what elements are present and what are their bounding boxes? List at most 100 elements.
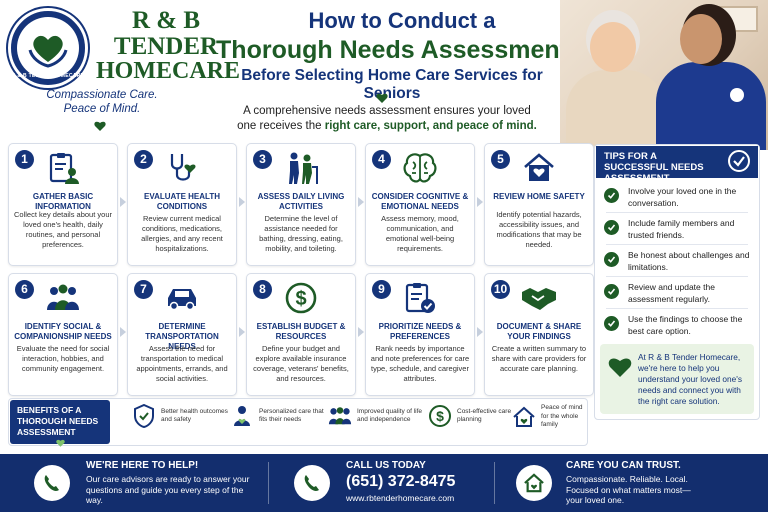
step-title: ASSESS DAILY LIVING ACTIVITIES xyxy=(257,192,345,211)
intro-highlight: right care, support, and peace of mind. xyxy=(324,120,537,132)
trust-text: Compassionate. Reliable. Local. Focused … xyxy=(566,474,691,505)
step-arrow-icon xyxy=(239,197,245,207)
step-number: 4 xyxy=(372,150,391,169)
title-line-1: How to Conduct a xyxy=(308,8,496,33)
benefit-text: Improved quality of life and independenc… xyxy=(357,407,423,424)
call-title: CALL US TODAY xyxy=(346,460,426,471)
benefit-text: Peace of mind for the whole family xyxy=(541,404,583,428)
benefit-item: Personalized care that fits their needs xyxy=(230,404,329,428)
step-number: 6 xyxy=(15,280,34,299)
tip-item: Include family members and trusted frien… xyxy=(604,218,754,241)
benefits-title-text: BENEFITS OF A THOROUGH NEEDS ASSESSMENT xyxy=(17,405,99,437)
dollar-circle-icon: $ xyxy=(281,280,321,316)
shield-check-icon xyxy=(132,404,156,428)
car-icon xyxy=(162,280,202,316)
heart-icon xyxy=(17,439,103,450)
tip-item: Involve your loved one in the conversati… xyxy=(604,186,754,209)
phone-icon[interactable] xyxy=(294,465,330,501)
step-description: Identify potential hazards, accessibilit… xyxy=(496,210,582,249)
step-title: EVALUATE HEALTH CONDITIONS xyxy=(144,192,220,211)
check-icon xyxy=(604,220,619,235)
tips-check-icon xyxy=(728,150,750,172)
footer xyxy=(0,454,768,512)
title-line-2: Thorough Needs Assessment xyxy=(216,36,568,64)
tagline-heart-icon xyxy=(94,118,106,136)
trust-title: CARE YOU CAN TRUST. xyxy=(566,460,681,471)
svg-text:$: $ xyxy=(436,408,444,424)
check-icon xyxy=(604,316,619,331)
step-description: Create a written summary to share with c… xyxy=(491,344,587,373)
family-icon xyxy=(328,404,352,428)
step-number: 2 xyxy=(134,150,153,169)
people-group-icon xyxy=(43,280,83,316)
brand-line-2: TENDER xyxy=(113,33,219,60)
title-line-3: Before Selecting Home Care Services for … xyxy=(241,67,543,102)
intro-text: A comprehensive needs assessment ensures… xyxy=(232,104,542,134)
caregiver-senior-photo xyxy=(560,0,768,150)
step-arrow-icon xyxy=(358,197,364,207)
step-title: GATHER BASIC INFORMATION xyxy=(32,192,94,211)
step-number: 10 xyxy=(491,280,510,299)
phone-number[interactable]: (651) 372-8475 xyxy=(346,473,456,490)
tip-text: Review and update the assessment regular… xyxy=(628,282,715,304)
brand-line-3: HOMECARE xyxy=(96,58,240,84)
tagline-line-1: Compassionate Care. xyxy=(46,89,158,101)
check-icon xyxy=(604,284,619,299)
benefit-item: Better health outcomes and safety xyxy=(132,404,231,428)
step-title: DETERMINE TRANSPORTATION NEEDS xyxy=(145,322,219,351)
title-heart-icon xyxy=(376,90,388,108)
step-description: Review current medical conditions, medic… xyxy=(141,214,223,253)
step-description: Define your budget and explore available… xyxy=(253,344,349,383)
step-arrow-icon xyxy=(120,327,126,337)
check-icon xyxy=(604,252,619,267)
step-number: 1 xyxy=(15,150,34,169)
dollar-icon: $ xyxy=(428,404,452,428)
step-description: Evaluate the need for social interaction… xyxy=(16,344,110,373)
logo-ring-text: R & B TENDER HOMECARE xyxy=(11,73,85,79)
step-title: ESTABLISH BUDGET & RESOURCES xyxy=(256,322,346,341)
benefit-item: Improved quality of life and independenc… xyxy=(328,404,427,428)
step-number: 7 xyxy=(134,280,153,299)
step-arrow-icon xyxy=(477,197,483,207)
step-arrow-icon xyxy=(358,327,364,337)
tips-title-text: TIPS FOR A SUCCESSFUL NEEDS ASSESSMENT xyxy=(604,151,704,184)
logo-heart-hands-icon xyxy=(17,17,79,79)
step-title: REVIEW HOME SAFETY xyxy=(493,192,585,201)
intro-text-main: A comprehensive needs assessment ensures… xyxy=(237,105,531,132)
brand-line-1: R & B xyxy=(131,7,201,34)
home-heart-icon xyxy=(512,405,536,429)
heart-icon xyxy=(608,356,632,383)
step-number: 5 xyxy=(491,150,510,169)
tip-item: Review and update the assessment regular… xyxy=(604,282,754,305)
step-title: PRIORITIZE NEEDS & PREFERENCES xyxy=(378,322,462,341)
tips-note-box xyxy=(600,344,754,414)
step-title: CONSIDER COGNITIVE & EMOTIONAL NEEDS xyxy=(371,192,469,211)
tip-text: Be honest about challenges and limitatio… xyxy=(628,250,750,272)
svg-text:$: $ xyxy=(295,288,306,310)
step-arrow-icon xyxy=(120,197,126,207)
tip-text: Use the findings to choose the best care… xyxy=(628,314,743,336)
person-heart-icon xyxy=(230,404,254,428)
benefits-title: BENEFITS OF A THOROUGH NEEDS ASSESSMENT xyxy=(10,400,110,447)
website-link[interactable]: www.rbtenderhomecare.com xyxy=(346,493,455,503)
benefit-text: Cost-effective care planning xyxy=(457,407,512,424)
step-title: DOCUMENT & SHARE YOUR FINDINGS xyxy=(496,322,582,341)
step-description: Determine the level of assistance needed… xyxy=(259,214,343,253)
phone-chat-icon xyxy=(34,465,70,501)
brand-tagline: Compassionate Care. Peace of Mind. xyxy=(12,88,192,116)
step-description: Rank needs by importance and note prefer… xyxy=(370,344,470,383)
tip-item: Use the findings to choose the best care… xyxy=(604,314,754,337)
step-description: Collect key details about your loved one… xyxy=(14,210,112,249)
brain-icon xyxy=(400,150,440,186)
help-text: Our care advisors are ready to answer yo… xyxy=(86,474,250,505)
brand-name: R & B TENDER HOMECARE xyxy=(96,7,240,84)
benefit-text: Personalized care that fits their needs xyxy=(259,407,324,424)
benefit-item: $ Cost-effective care planning xyxy=(428,404,527,428)
step-arrow-icon xyxy=(477,327,483,337)
